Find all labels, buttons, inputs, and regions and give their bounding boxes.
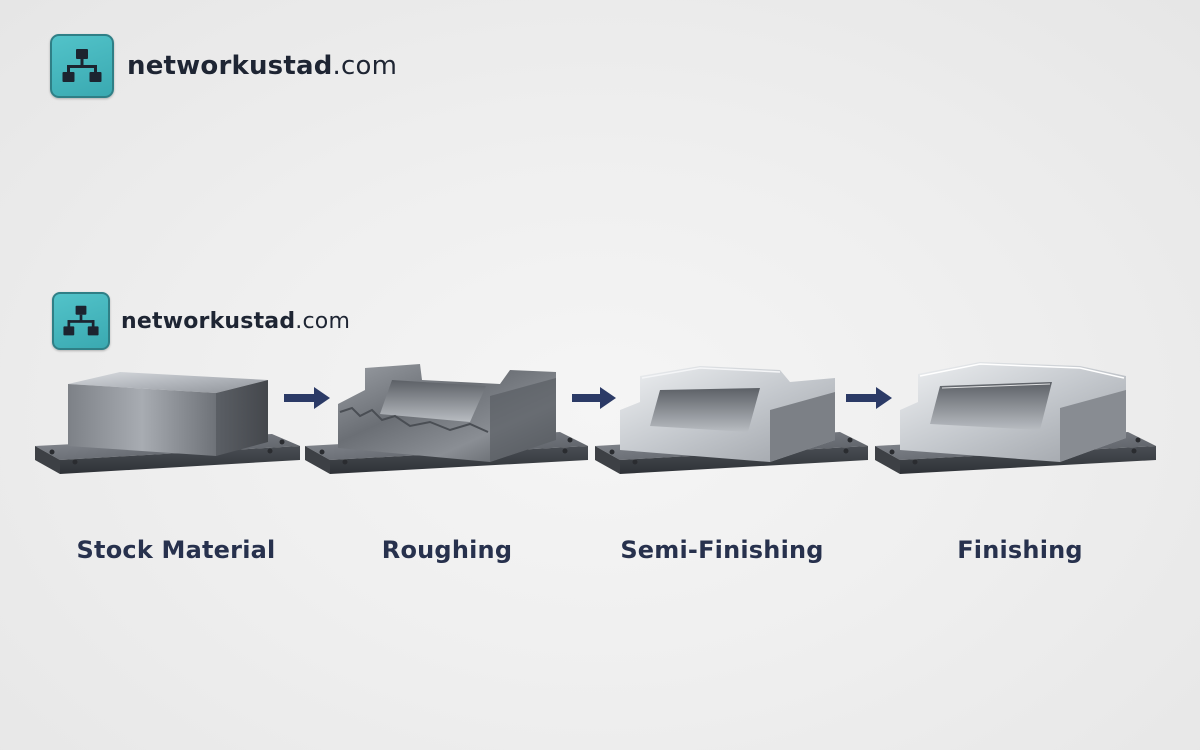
right-arrow-icon bbox=[284, 387, 330, 409]
brand-logo-inline[interactable]: networkustad.com bbox=[52, 292, 350, 350]
edge-highlight bbox=[641, 367, 781, 379]
semi-part-side bbox=[770, 392, 835, 462]
stage-finishing-model bbox=[875, 362, 1156, 474]
brand-logo-top[interactable]: networkustad.com bbox=[50, 34, 397, 98]
stage-label-stock-material: Stock Material bbox=[76, 536, 276, 564]
bolt-hole bbox=[279, 439, 285, 445]
bolt-hole bbox=[889, 449, 895, 455]
pocket-highlight bbox=[941, 383, 1051, 389]
brand-name-bold: networkustad bbox=[127, 51, 333, 81]
base-plate-front bbox=[900, 446, 1156, 474]
bolt-hole bbox=[267, 448, 273, 454]
stage-roughing-model bbox=[305, 364, 588, 474]
base-plate-side bbox=[595, 446, 620, 474]
network-hierarchy-icon bbox=[52, 292, 110, 350]
finished-pocket bbox=[930, 382, 1052, 430]
right-arrow-icon bbox=[572, 387, 616, 409]
stage-label-semi-finishing: Semi-Finishing bbox=[620, 536, 824, 564]
block-side bbox=[216, 380, 268, 456]
block-top bbox=[68, 372, 268, 393]
base-plate-front bbox=[60, 446, 300, 474]
stage-semi-finishing-model bbox=[595, 366, 868, 474]
brand-name-suffix: .com bbox=[295, 308, 351, 334]
bolt-hole bbox=[567, 437, 573, 443]
right-arrow-icon bbox=[846, 387, 892, 409]
rough-pocket bbox=[380, 380, 486, 422]
bolt-hole bbox=[1131, 448, 1137, 454]
bolt-hole bbox=[562, 448, 568, 454]
machining-stages-illustration bbox=[35, 362, 1156, 474]
brand-name: networkustad.com bbox=[127, 51, 397, 81]
bolt-hole bbox=[609, 449, 615, 455]
base-plate-front bbox=[620, 446, 868, 474]
stage-stock-material-model bbox=[35, 372, 300, 474]
stage-label-roughing: Roughing bbox=[381, 536, 513, 564]
semi-pocket bbox=[650, 388, 760, 432]
bolt-hole bbox=[912, 459, 918, 465]
bolt-hole bbox=[72, 459, 78, 465]
base-plate-front bbox=[330, 446, 588, 474]
bolt-hole bbox=[632, 459, 638, 465]
stage-label-finishing: Finishing bbox=[957, 536, 1083, 564]
block-front bbox=[68, 384, 216, 456]
bolt-hole bbox=[843, 448, 849, 454]
brand-name-bold: networkustad bbox=[121, 308, 296, 334]
bolt-hole bbox=[1135, 437, 1141, 443]
base-plate-side bbox=[305, 446, 330, 474]
bolt-hole bbox=[847, 437, 853, 443]
brand-name: networkustad.com bbox=[121, 309, 350, 334]
bolt-hole bbox=[319, 449, 325, 455]
finished-part-side bbox=[1060, 390, 1126, 462]
base-plate-side bbox=[875, 446, 900, 474]
bolt-hole bbox=[342, 459, 348, 465]
base-plate-side bbox=[35, 446, 60, 474]
rough-part-side bbox=[490, 378, 556, 462]
network-hierarchy-icon bbox=[50, 34, 114, 98]
rough-edge-texture bbox=[339, 406, 489, 433]
bolt-hole bbox=[49, 449, 55, 455]
edge-highlight bbox=[919, 363, 1125, 379]
brand-name-suffix: .com bbox=[332, 51, 398, 81]
